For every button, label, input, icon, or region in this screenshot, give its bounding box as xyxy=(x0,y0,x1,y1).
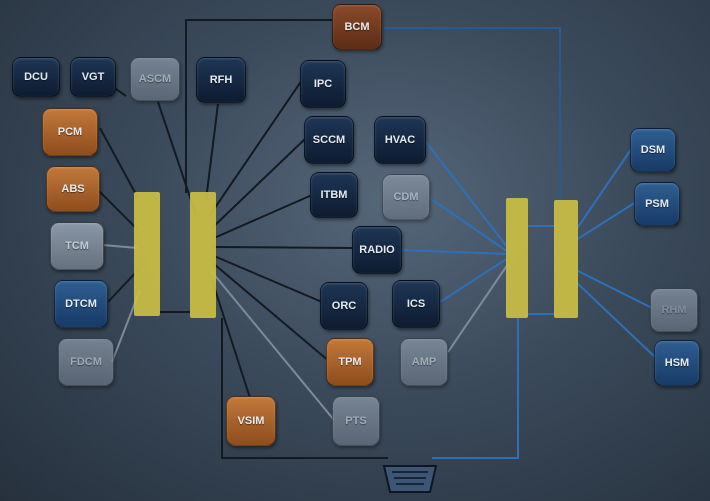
node-vgt[interactable]: VGT xyxy=(70,57,116,97)
wire-rfh xyxy=(205,103,219,201)
loop-wire-bcm-right xyxy=(384,27,561,202)
wire-itbm xyxy=(213,194,313,239)
node-abs[interactable]: ABS xyxy=(46,166,100,212)
node-orc[interactable]: ORC xyxy=(320,282,368,330)
loop-wire-bottom xyxy=(221,318,388,459)
wire-abs xyxy=(97,189,139,231)
node-ics[interactable]: ICS xyxy=(392,280,440,328)
loop-wire-bottom-right xyxy=(432,318,519,459)
wire-hsm xyxy=(575,281,657,359)
wire-dtcm xyxy=(107,269,139,303)
wire-rhm xyxy=(575,269,653,309)
node-pcm[interactable]: PCM xyxy=(42,108,98,156)
node-dcu-label: DCU xyxy=(24,71,48,83)
node-itbm[interactable]: ITBM xyxy=(310,172,358,218)
node-dcu[interactable]: DCU xyxy=(12,57,60,97)
node-hvac[interactable]: HVAC xyxy=(374,116,426,164)
node-radio[interactable]: RADIO xyxy=(352,226,402,274)
node-hsm[interactable]: HSM xyxy=(654,340,700,386)
node-rhm-label: RHM xyxy=(661,304,687,316)
node-dtcm[interactable]: DTCM xyxy=(54,280,108,328)
node-tpm-label: TPM xyxy=(338,356,362,368)
node-rhm[interactable]: RHM xyxy=(650,288,698,332)
wire-sccm xyxy=(211,137,307,229)
node-cdm[interactable]: CDM xyxy=(382,174,430,220)
node-tpm[interactable]: TPM xyxy=(326,338,374,386)
bus-bar-2 xyxy=(190,192,216,318)
node-dsm[interactable]: DSM xyxy=(630,128,676,172)
node-amp[interactable]: AMP xyxy=(400,338,448,386)
node-ascm-label: ASCM xyxy=(138,73,172,85)
node-pts[interactable]: PTS xyxy=(332,396,380,446)
node-orc-label: ORC xyxy=(331,300,357,312)
wire-radio-right xyxy=(401,249,509,255)
node-ipc-label: IPC xyxy=(313,78,333,90)
bus-bar-4 xyxy=(554,200,578,318)
node-vgt-label: VGT xyxy=(81,71,105,83)
node-fdcm[interactable]: FDCM xyxy=(58,338,114,386)
node-itbm-label: ITBM xyxy=(320,189,348,201)
node-ipc[interactable]: IPC xyxy=(300,60,346,108)
node-sccm-label: SCCM xyxy=(312,134,346,146)
node-hvac-label: HVAC xyxy=(384,134,416,146)
wire-tcm xyxy=(101,244,139,249)
obd-connector-icon[interactable] xyxy=(382,465,438,493)
node-rfh-label: RFH xyxy=(209,74,233,86)
wire-ascm xyxy=(157,101,197,216)
node-vsim[interactable]: VSIM xyxy=(226,396,276,446)
node-fdcm-label: FDCM xyxy=(70,356,102,368)
bus-bar-3 xyxy=(506,198,528,318)
wire-vsim xyxy=(211,279,251,399)
node-pcm-label: PCM xyxy=(57,126,83,138)
wire-tpm xyxy=(213,263,331,363)
node-amp-label: AMP xyxy=(411,356,437,368)
wire-pcm xyxy=(99,127,139,199)
wire-orc xyxy=(213,255,323,303)
node-radio-label: RADIO xyxy=(359,244,395,256)
node-vsim-label: VSIM xyxy=(237,415,265,427)
wire-dsm xyxy=(575,147,633,231)
node-bcm-label: BCM xyxy=(344,21,370,33)
node-ascm[interactable]: ASCM xyxy=(130,57,180,101)
wire-cdm xyxy=(429,197,509,253)
node-cdm-label: CDM xyxy=(393,191,419,203)
wire-hvac xyxy=(425,141,509,249)
node-pts-label: PTS xyxy=(345,415,367,427)
node-hsm-label: HSM xyxy=(664,357,690,369)
node-ics-label: ICS xyxy=(406,298,426,310)
node-bcm[interactable]: BCM xyxy=(332,4,382,50)
node-rfh[interactable]: RFH xyxy=(196,57,246,103)
wire-radio xyxy=(213,246,353,249)
node-psm[interactable]: PSM xyxy=(634,182,680,226)
wire-amp xyxy=(447,263,509,353)
node-dsm-label: DSM xyxy=(640,144,666,156)
node-abs-label: ABS xyxy=(61,183,85,195)
wire-ipc xyxy=(209,79,303,216)
node-tcm-label: TCM xyxy=(65,240,89,252)
node-tcm[interactable]: TCM xyxy=(50,222,104,270)
wire-ics xyxy=(439,257,509,303)
wire-psm xyxy=(575,201,637,241)
node-psm-label: PSM xyxy=(645,198,669,210)
wire-pts xyxy=(211,271,335,421)
node-dtcm-label: DTCM xyxy=(65,298,97,310)
bus-bar-1 xyxy=(134,192,160,316)
loop-wire-top xyxy=(185,19,334,193)
node-sccm[interactable]: SCCM xyxy=(304,116,354,164)
